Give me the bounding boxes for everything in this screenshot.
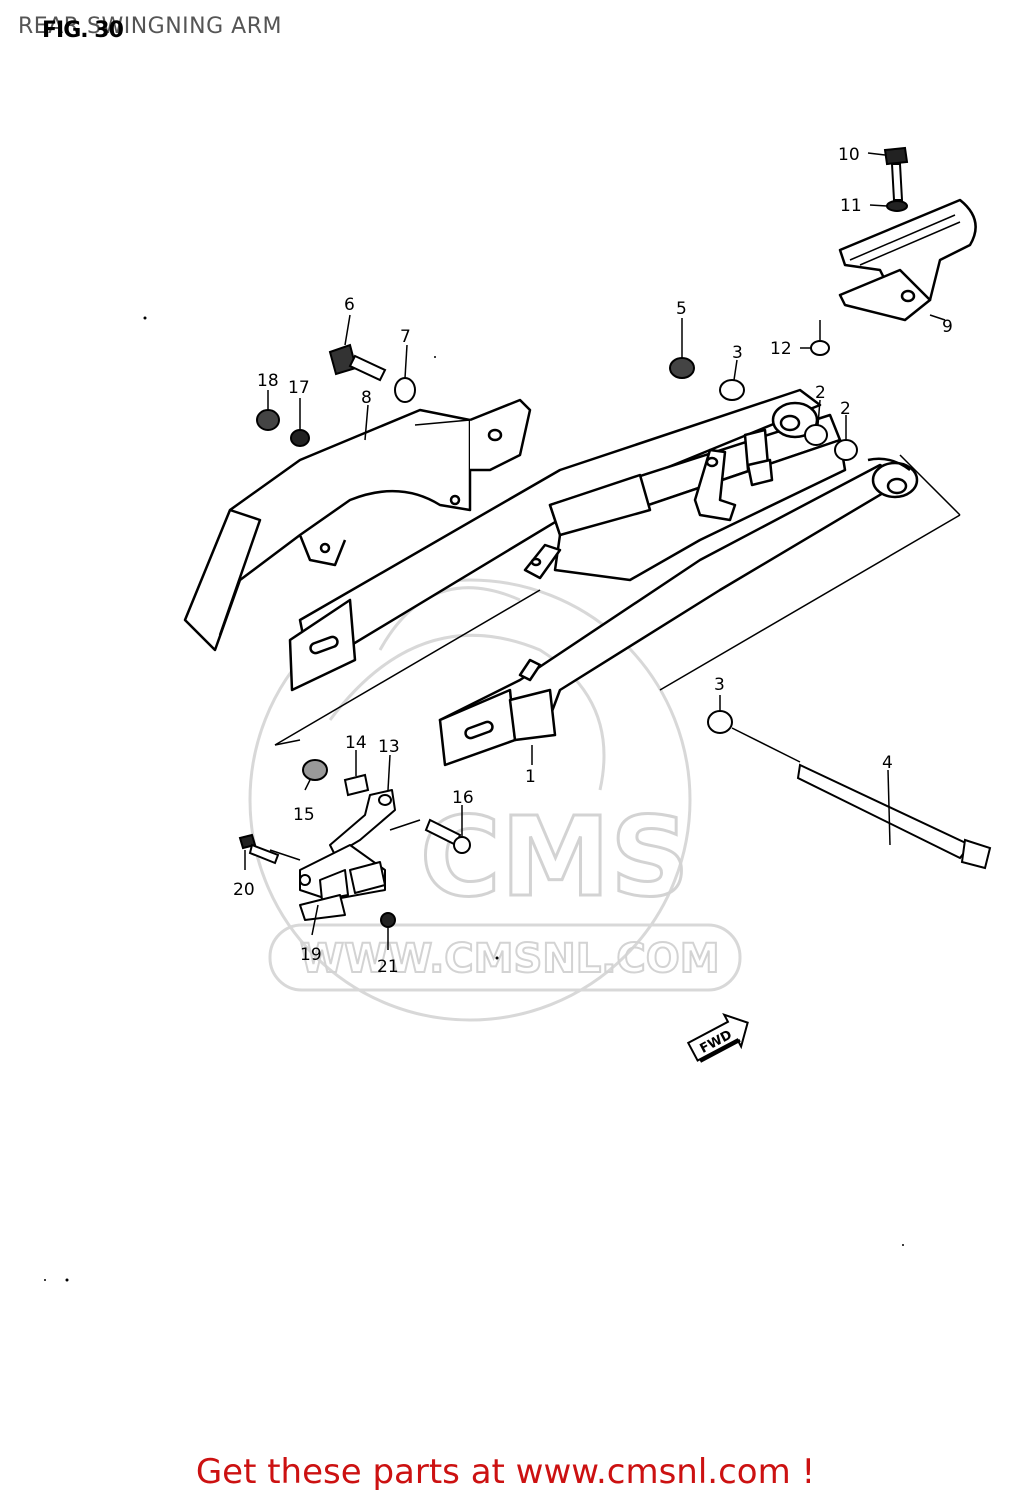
figure-label: FIG. 30 bbox=[42, 18, 124, 43]
callout-13: 13 bbox=[378, 737, 400, 757]
callout-7: 7 bbox=[400, 327, 411, 347]
chain-tensioner bbox=[299, 789, 396, 921]
callout-1: 1 bbox=[525, 767, 536, 787]
chain-case bbox=[183, 398, 532, 652]
callout-18: 18 bbox=[257, 371, 279, 391]
callout-21: 21 bbox=[377, 957, 399, 977]
swing-arm bbox=[288, 388, 919, 767]
callout-3a: 3 bbox=[732, 343, 743, 363]
callout-14: 14 bbox=[345, 733, 367, 753]
callout-19: 19 bbox=[300, 945, 322, 965]
leader-lines bbox=[244, 152, 946, 950]
callout-10: 10 bbox=[838, 145, 860, 165]
callout-16: 16 bbox=[452, 788, 474, 808]
footer-promo-link[interactable]: Get these parts at www.cmsnl.com ! bbox=[195, 1452, 816, 1492]
callout-2b: 2 bbox=[840, 399, 851, 419]
watermark-url-pill bbox=[268, 923, 742, 992]
watermark-brand: CMS bbox=[420, 793, 689, 921]
callout-9: 9 bbox=[942, 317, 953, 337]
callout-2a: 2 bbox=[815, 383, 826, 403]
chain-guide bbox=[838, 198, 977, 322]
diagram-title: REAR SWINGNING ARM bbox=[18, 14, 282, 39]
watermark: CMS WWW.CMSNL.COM bbox=[248, 578, 742, 1022]
forward-arrow: FWD bbox=[686, 1012, 749, 1063]
callout-3b: 3 bbox=[714, 675, 725, 695]
callout-12: 12 bbox=[770, 339, 792, 359]
scan-specks bbox=[44, 316, 904, 1282]
callout-20: 20 bbox=[233, 880, 255, 900]
watermark-url: WWW.CMSNL.COM bbox=[300, 936, 720, 982]
callout-11: 11 bbox=[840, 196, 862, 216]
part-callouts: 1 2 2 3 3 4 5 6 7 8 9 10 11 12 13 14 15 … bbox=[233, 145, 953, 977]
callout-4: 4 bbox=[882, 753, 893, 773]
callout-15: 15 bbox=[293, 805, 315, 825]
callout-17: 17 bbox=[288, 378, 310, 398]
callout-6: 6 bbox=[344, 295, 355, 315]
assembly-plane bbox=[274, 454, 961, 746]
callout-5: 5 bbox=[676, 299, 687, 319]
callout-8: 8 bbox=[361, 388, 372, 408]
